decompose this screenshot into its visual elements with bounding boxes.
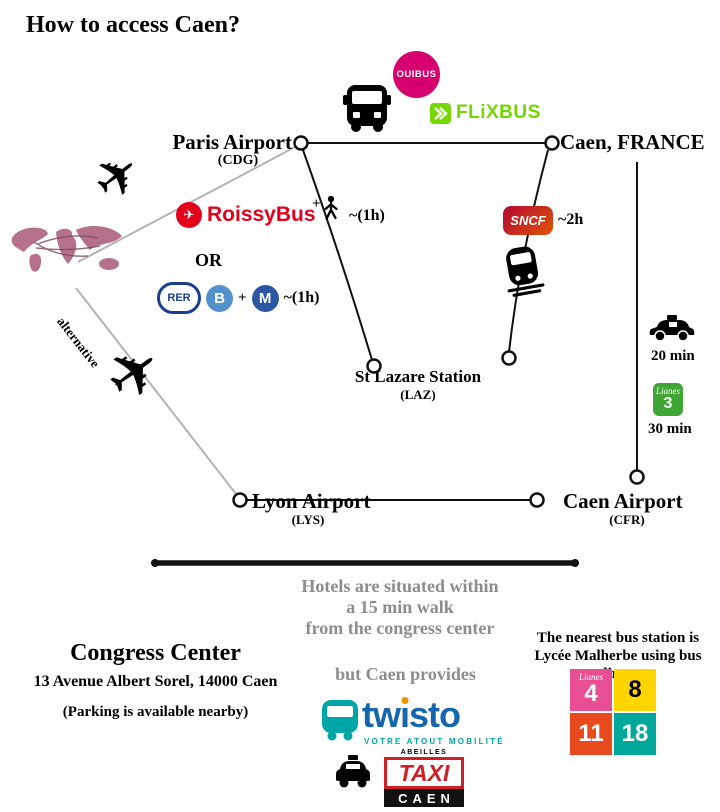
world-map bbox=[8, 222, 130, 310]
sncf-logo: SNCF bbox=[503, 206, 553, 235]
roissybus-plane-icon: ✈ bbox=[176, 202, 202, 228]
bus-station-line1: The nearest bus station is bbox=[536, 630, 700, 646]
congress-center-title: Congress Center bbox=[70, 640, 241, 666]
node-stlazare-right bbox=[501, 350, 517, 366]
congress-address: 13 Avenue Albert Sorel, 14000 Caen bbox=[33, 673, 278, 690]
page-title: How to access Caen? bbox=[26, 12, 240, 38]
congress-parking-note: (Parking is available nearby) bbox=[62, 704, 249, 720]
plus-sign: + bbox=[312, 196, 321, 212]
bus-line-8-badge: 8 bbox=[614, 669, 656, 711]
duration-bus3: 30 min bbox=[648, 421, 692, 437]
walk-group: + bbox=[312, 194, 340, 222]
hotels-line3: from the congress center bbox=[305, 618, 495, 638]
flixbus-label: FLiXBUS bbox=[456, 102, 541, 123]
lianes-script: Lianes bbox=[655, 386, 680, 396]
airplane-icon-lyon: ✈ bbox=[91, 328, 179, 420]
caen-provides-label: but Caen provides bbox=[335, 664, 476, 684]
node-label-lyon-airport: Lyon Airport bbox=[252, 489, 371, 513]
metro-logo: M bbox=[251, 284, 279, 312]
rer-logo: RER bbox=[157, 282, 201, 314]
bus-line-badges: Lianes 4 8 11 18 bbox=[570, 669, 656, 755]
taxi-icon bbox=[334, 755, 372, 791]
duration-roissybus: ~(1h) bbox=[349, 207, 385, 224]
node-code-laz: (LAZ) bbox=[400, 387, 436, 402]
twisto-tagline: VOTRE ATOUT MOBILITÉ bbox=[364, 737, 505, 746]
node-caenairport-top bbox=[629, 469, 645, 485]
duration-rer: ~(1h) bbox=[283, 289, 320, 306]
node-label-paris-airport: Paris Airport bbox=[172, 130, 292, 154]
bus-line-4-badge: Lianes 4 bbox=[570, 669, 612, 711]
node-caenairport bbox=[529, 492, 545, 508]
plus-sign: + bbox=[238, 289, 247, 306]
bus-line-8-number: 8 bbox=[628, 676, 642, 703]
walking-person-icon bbox=[322, 194, 340, 222]
twisto-text-left: tw bbox=[362, 694, 401, 735]
flixbus-icon bbox=[430, 102, 451, 124]
taxi-caen-taxi: TAXI bbox=[384, 757, 464, 789]
node-label-caen-france: Caen, FRANCE bbox=[560, 130, 705, 154]
node-lyon bbox=[232, 492, 248, 508]
node-circles bbox=[232, 135, 645, 508]
twisto-i-dot bbox=[401, 697, 408, 704]
node-code-cfr: (CFR) bbox=[609, 512, 645, 527]
node-code-cdg: (CDG) bbox=[217, 153, 259, 168]
taxi-caen-logo: ABEILLES TAXI CAEN bbox=[384, 749, 464, 807]
duration-sncf: ~2h bbox=[558, 211, 584, 228]
bus-line-3-number: 3 bbox=[663, 395, 673, 412]
hotels-line1: Hotels are situated within bbox=[301, 576, 499, 596]
bus-line-3-badge: Lianes 3 bbox=[653, 383, 683, 416]
twisto-text-i: ı bbox=[400, 694, 410, 735]
hotel-line-endpoint bbox=[571, 559, 579, 567]
rer-line-b-badge: B bbox=[206, 284, 233, 312]
train-icon bbox=[498, 242, 548, 301]
route-paris-stlazare bbox=[302, 149, 373, 361]
hotels-line2: a 15 min walk bbox=[346, 597, 454, 617]
taxi-caen-abeilles: ABEILLES bbox=[400, 749, 448, 756]
twisto-text-right: sto bbox=[409, 694, 461, 735]
node-paris bbox=[293, 135, 309, 151]
rer-metro-row: RER B + M ~(1h) bbox=[157, 282, 319, 314]
node-code-lys: (LYS) bbox=[291, 512, 325, 527]
taxi-caen-caen: CAEN bbox=[384, 789, 464, 807]
taxi-icon bbox=[649, 315, 695, 345]
node-caen bbox=[544, 135, 560, 151]
bus-icon bbox=[343, 83, 391, 133]
node-block-stlazare: St Lazare Station (LAZ) bbox=[338, 367, 498, 403]
hotel-line-endpoint bbox=[151, 559, 159, 567]
twisto-bus-icon bbox=[320, 699, 360, 741]
bus-line-11-badge: 11 bbox=[570, 713, 612, 755]
or-label: OR bbox=[195, 250, 222, 270]
flixbus-logo: FLiXBUS bbox=[430, 102, 541, 124]
node-label-stlazare: St Lazare Station bbox=[354, 367, 482, 386]
duration-taxi: 20 min bbox=[651, 348, 695, 364]
hotels-note: Hotels are situated within a 15 min walk… bbox=[255, 576, 545, 639]
lianes-script: Lianes bbox=[578, 672, 603, 682]
roissybus-logo: ✈ RoissyBus bbox=[176, 202, 316, 228]
ouibus-logo: OUIBUS bbox=[393, 51, 440, 98]
bus-line-18-badge: 18 bbox=[614, 713, 656, 755]
bus-line-18-number: 18 bbox=[621, 720, 649, 747]
roissybus-label: RoissyBus bbox=[207, 203, 316, 226]
bus-line-11-number: 11 bbox=[578, 720, 604, 747]
alternative-route-label: alternative bbox=[54, 314, 103, 371]
bus-line-4-number: 4 bbox=[584, 680, 598, 707]
airplane-icon-paris: ✈ bbox=[80, 137, 155, 216]
node-label-caen-airport: Caen Airport bbox=[563, 489, 683, 513]
